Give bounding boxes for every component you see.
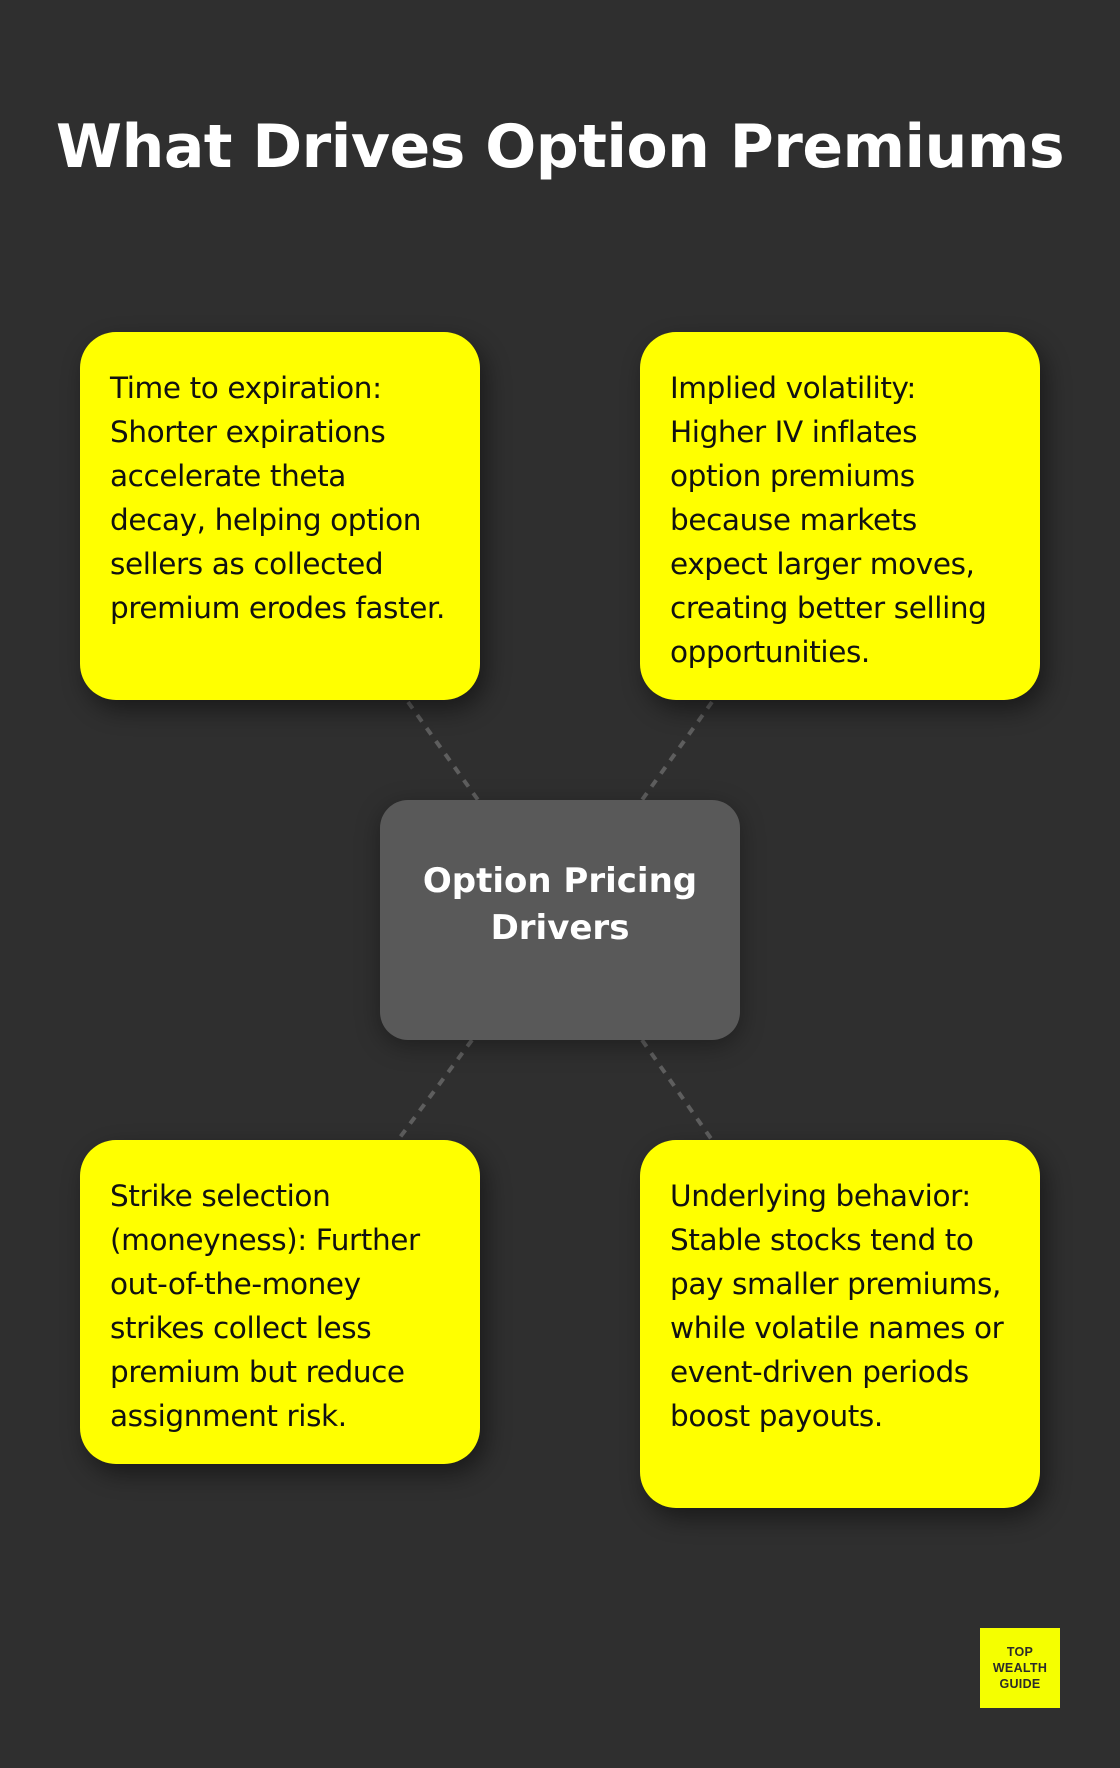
card-underlying-behavior: Underlying behavior: Stable stocks tend … [640,1140,1040,1508]
center-label-line2: Drivers [490,908,630,948]
connector-bottom-right [640,1038,714,1142]
logo-line1: TOP [1006,1645,1034,1659]
logo-line3: GUIDE [999,1677,1041,1691]
center-node: Option Pricing Drivers [380,800,740,1040]
connector-bottom-left [396,1038,474,1142]
card-time-to-expiration: Time to expiration: Shorter expirations … [80,332,480,700]
connector-top-left [406,700,480,802]
brand-logo: TOP WEALTH GUIDE [980,1628,1060,1708]
connector-top-right [640,700,714,802]
card-text: Underlying behavior: Stable stocks tend … [670,1179,1004,1433]
card-strike-selection: Strike selection (moneyness): Further ou… [80,1140,480,1464]
card-text: Time to expiration: Shorter expirations … [110,371,445,625]
center-label-line1: Option Pricing [422,861,698,901]
center-node-label: Option Pricing Drivers [423,858,697,952]
page-title: What Drives Option Premiums [55,112,1065,182]
card-text: Implied volatility: Higher IV inflates o… [670,371,987,669]
card-implied-volatility: Implied volatility: Higher IV inflates o… [640,332,1040,700]
card-text: Strike selection (moneyness): Further ou… [110,1179,420,1433]
logo-line2: WEALTH [992,1661,1048,1675]
